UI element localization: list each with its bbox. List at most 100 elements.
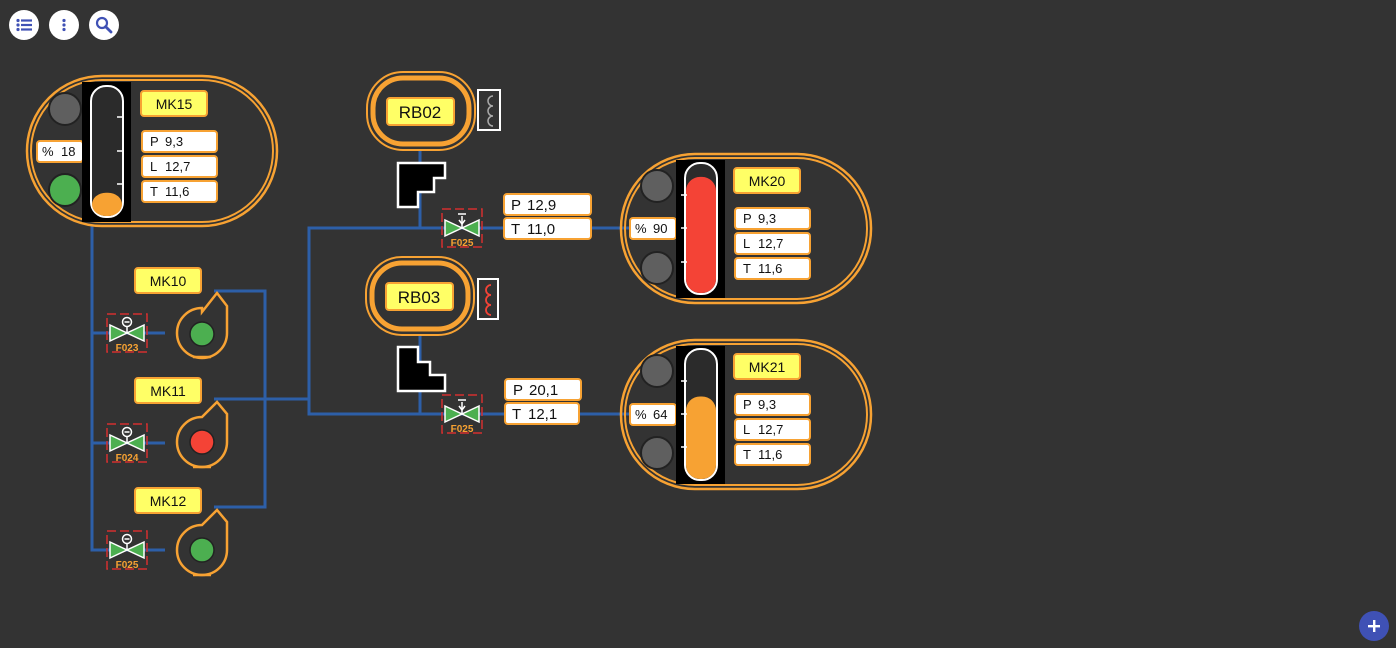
pump-status-light <box>189 537 215 563</box>
tank-mk15[interactable]: % 18 MK15 P 9,3 L 12,7 T 11,6 <box>25 74 279 228</box>
search-icon <box>95 16 113 34</box>
pump-name: MK11 <box>150 383 186 399</box>
t-label: T <box>512 406 521 423</box>
l-value: 12,7 <box>758 422 783 437</box>
pump-tag: MK11 <box>134 377 202 404</box>
l-label: L <box>743 422 750 437</box>
tank-tag: MK20 <box>733 167 801 194</box>
tank-mk21[interactable]: % 64 MK21 P 9,3 L 12,7 T 11,6 <box>619 338 873 491</box>
p-value: 20,1 <box>529 382 558 399</box>
status-light-bottom <box>640 436 674 470</box>
list-icon <box>16 18 32 32</box>
pump-icon <box>175 508 229 577</box>
pump-name: MK12 <box>150 493 187 509</box>
status-light-top <box>640 169 674 203</box>
level-field: L 12,7 <box>734 232 811 255</box>
tank-tag: MK21 <box>733 353 801 380</box>
heater-coil-icon <box>477 278 499 320</box>
t-value: 11,6 <box>758 261 782 276</box>
percent-field: % 90 <box>629 217 677 240</box>
t-value: 11,6 <box>758 447 782 462</box>
reactor-outline-inner <box>370 75 472 147</box>
percent-value: 90 <box>653 221 667 236</box>
p-label: P <box>511 197 521 214</box>
reactor-outline <box>366 71 476 151</box>
p-value: 9,3 <box>165 134 183 149</box>
t-label: T <box>511 221 520 238</box>
temperature-field: T 11,6 <box>734 257 811 280</box>
pump-mk11[interactable]: MK11 <box>134 377 229 469</box>
valve-label: F024 <box>116 453 139 464</box>
more-button[interactable] <box>49 10 79 40</box>
status-light-top <box>640 354 674 388</box>
percent-value: 18 <box>61 144 75 159</box>
p-value: 12,9 <box>527 197 556 214</box>
level-gauge-fill <box>92 192 122 216</box>
list-button[interactable] <box>9 10 39 40</box>
percent-field: % 64 <box>629 403 677 426</box>
tank-mk20[interactable]: % 90 MK20 P 9,3 L 12,7 T 11,6 <box>619 152 873 305</box>
valve-label: F023 <box>116 343 139 354</box>
level-ticks <box>117 116 123 185</box>
level-ticks <box>681 380 687 448</box>
level-field: L 12,7 <box>734 418 811 441</box>
percent-label: % <box>635 221 647 236</box>
valve-f025-lower[interactable]: F025 <box>441 394 483 435</box>
pump-mk12[interactable]: MK12 <box>134 487 229 577</box>
add-button[interactable] <box>1359 611 1389 641</box>
percent-label: % <box>42 144 54 159</box>
reactor-outline <box>365 256 475 336</box>
pressure-field: P 9,3 <box>734 207 811 230</box>
percent-value: 64 <box>653 407 667 422</box>
tank-outline-inner <box>624 157 868 300</box>
heater-coil-icon <box>477 89 501 131</box>
t-value: 11,0 <box>527 221 555 238</box>
tank-name: MK15 <box>156 96 193 112</box>
pump-icon <box>175 290 229 360</box>
tank-outline <box>25 74 279 228</box>
reactor-name: RB02 <box>399 103 442 122</box>
percent-label: % <box>635 407 647 422</box>
search-button[interactable] <box>89 10 119 40</box>
p-label: P <box>743 397 752 412</box>
level-gauge-fill <box>686 176 716 293</box>
p-value: 9,3 <box>758 397 776 412</box>
p-label: P <box>513 382 523 399</box>
pipe-header <box>307 226 420 416</box>
pressure-field: P 9,3 <box>734 393 811 416</box>
reactor-name: RB03 <box>398 288 441 307</box>
pump-icon <box>175 400 229 469</box>
valve-f023[interactable]: F023 <box>106 313 148 354</box>
t-label: T <box>743 261 751 276</box>
status-light-bottom <box>48 173 82 207</box>
p-label: P <box>743 211 752 226</box>
pressure-field: P 9,3 <box>141 130 218 153</box>
reactor-rb02[interactable]: RB02 <box>366 71 501 151</box>
l-label: L <box>150 159 157 174</box>
pump-name: MK10 <box>150 273 187 289</box>
temperature-field: T 11,6 <box>734 443 811 466</box>
reactor-rb03[interactable]: RB03 <box>365 256 499 336</box>
valve-f024[interactable]: F024 <box>106 423 148 464</box>
t-label: T <box>743 447 751 462</box>
t-value: 12,1 <box>528 406 557 423</box>
tank-tag: MK15 <box>140 90 208 117</box>
t-value: 11,6 <box>165 184 189 199</box>
reactor-outline-inner <box>369 260 471 332</box>
valve-f025-upper[interactable]: F025 <box>441 208 483 249</box>
valve-f025-bottom[interactable]: F025 <box>106 530 148 571</box>
readout-line2: P 20,1 T 12,1 <box>504 378 582 425</box>
more-vert-icon <box>62 18 66 32</box>
tank-name: MK21 <box>749 359 786 375</box>
l-label: L <box>743 236 750 251</box>
readout-line1: P 12,9 T 11,0 <box>503 193 592 240</box>
tank-outline-inner <box>624 343 868 486</box>
plus-icon <box>1368 620 1380 632</box>
pump-status-light <box>189 429 215 455</box>
pump-tag: MK10 <box>134 267 202 294</box>
valve-label: F025 <box>451 238 474 249</box>
pump-status-light <box>189 321 215 347</box>
pump-mk10[interactable]: MK10 <box>134 267 229 360</box>
valve-label: F025 <box>451 424 474 435</box>
